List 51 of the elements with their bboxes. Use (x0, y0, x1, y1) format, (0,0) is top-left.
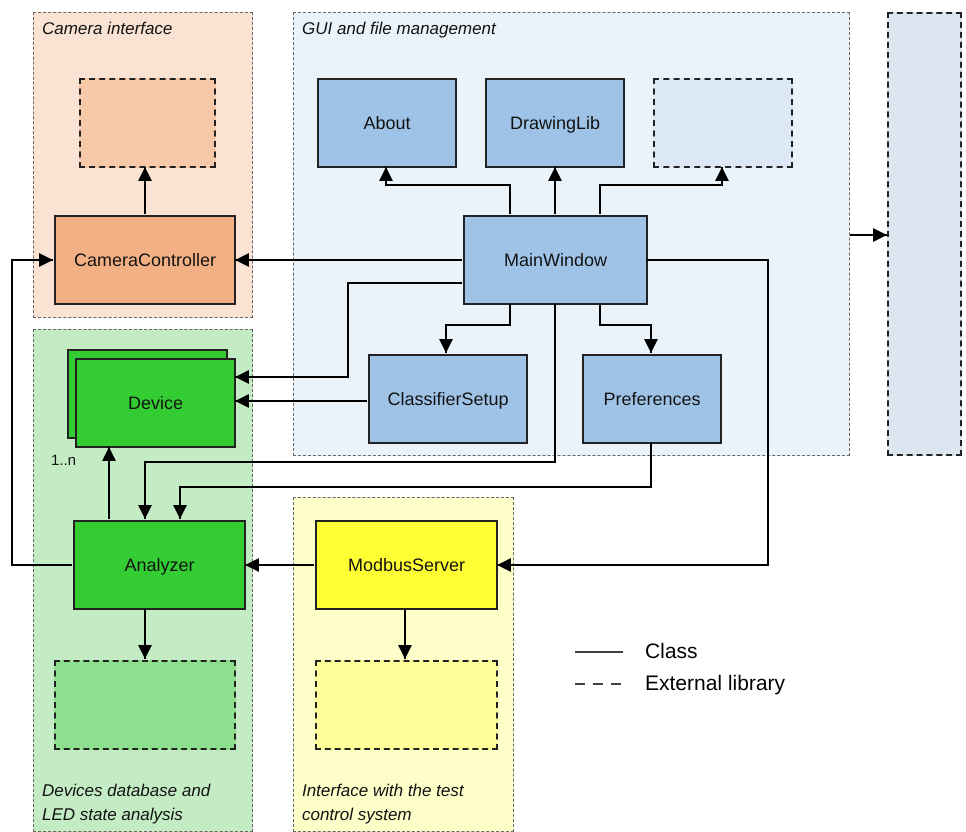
class-name: DrawingLib (510, 112, 600, 134)
arrow (11, 253, 72, 566)
class-box (485, 78, 625, 168)
arrow (599, 167, 729, 214)
legend-label: Class (645, 640, 698, 664)
group-panel (33, 12, 253, 318)
arrow (439, 304, 511, 353)
class-name: ClassifierSetup (387, 388, 509, 410)
arrow (138, 609, 152, 659)
class-name: MainWindow (504, 250, 608, 270)
arrow (379, 167, 511, 214)
class-box (73, 520, 246, 610)
arrow (173, 443, 652, 519)
arrow (599, 304, 658, 353)
group-title: GUI and file management (302, 18, 498, 40)
multiplicity-label: 1..n (51, 452, 76, 469)
group-title: Camera interface (42, 18, 174, 40)
arrow (235, 282, 462, 384)
arrow (497, 259, 769, 572)
class-name: ModbusServer (348, 554, 466, 576)
legend-label: External library (645, 672, 786, 696)
class-box (582, 354, 722, 444)
group-title: Interface with the test control system (302, 780, 466, 826)
arrow (245, 558, 314, 572)
library-box (315, 660, 498, 750)
library-box (79, 78, 216, 168)
class-name: Device (128, 392, 184, 414)
arrow (235, 394, 367, 408)
arrow (850, 228, 887, 242)
arrow (138, 304, 556, 519)
arrow (235, 253, 462, 267)
class-name: Analyzer (124, 554, 195, 576)
arrow (138, 167, 152, 214)
class-name: CameraController (74, 250, 216, 270)
class-box (54, 215, 236, 305)
group-title: Devices database and LED state analysis (42, 780, 212, 826)
class-name: About (363, 112, 411, 134)
group-panel (33, 329, 253, 832)
arrow (548, 167, 562, 214)
class-box (368, 354, 528, 444)
class-name: Preferences (603, 388, 701, 410)
arrow (398, 609, 412, 659)
class-box (463, 215, 648, 305)
class-box (315, 520, 498, 610)
library-box (653, 78, 793, 168)
library-box (54, 660, 236, 750)
group-panel (293, 497, 514, 832)
group-panel (293, 12, 850, 456)
library-box (887, 12, 962, 456)
class-box (317, 78, 457, 168)
arrow (102, 447, 116, 519)
